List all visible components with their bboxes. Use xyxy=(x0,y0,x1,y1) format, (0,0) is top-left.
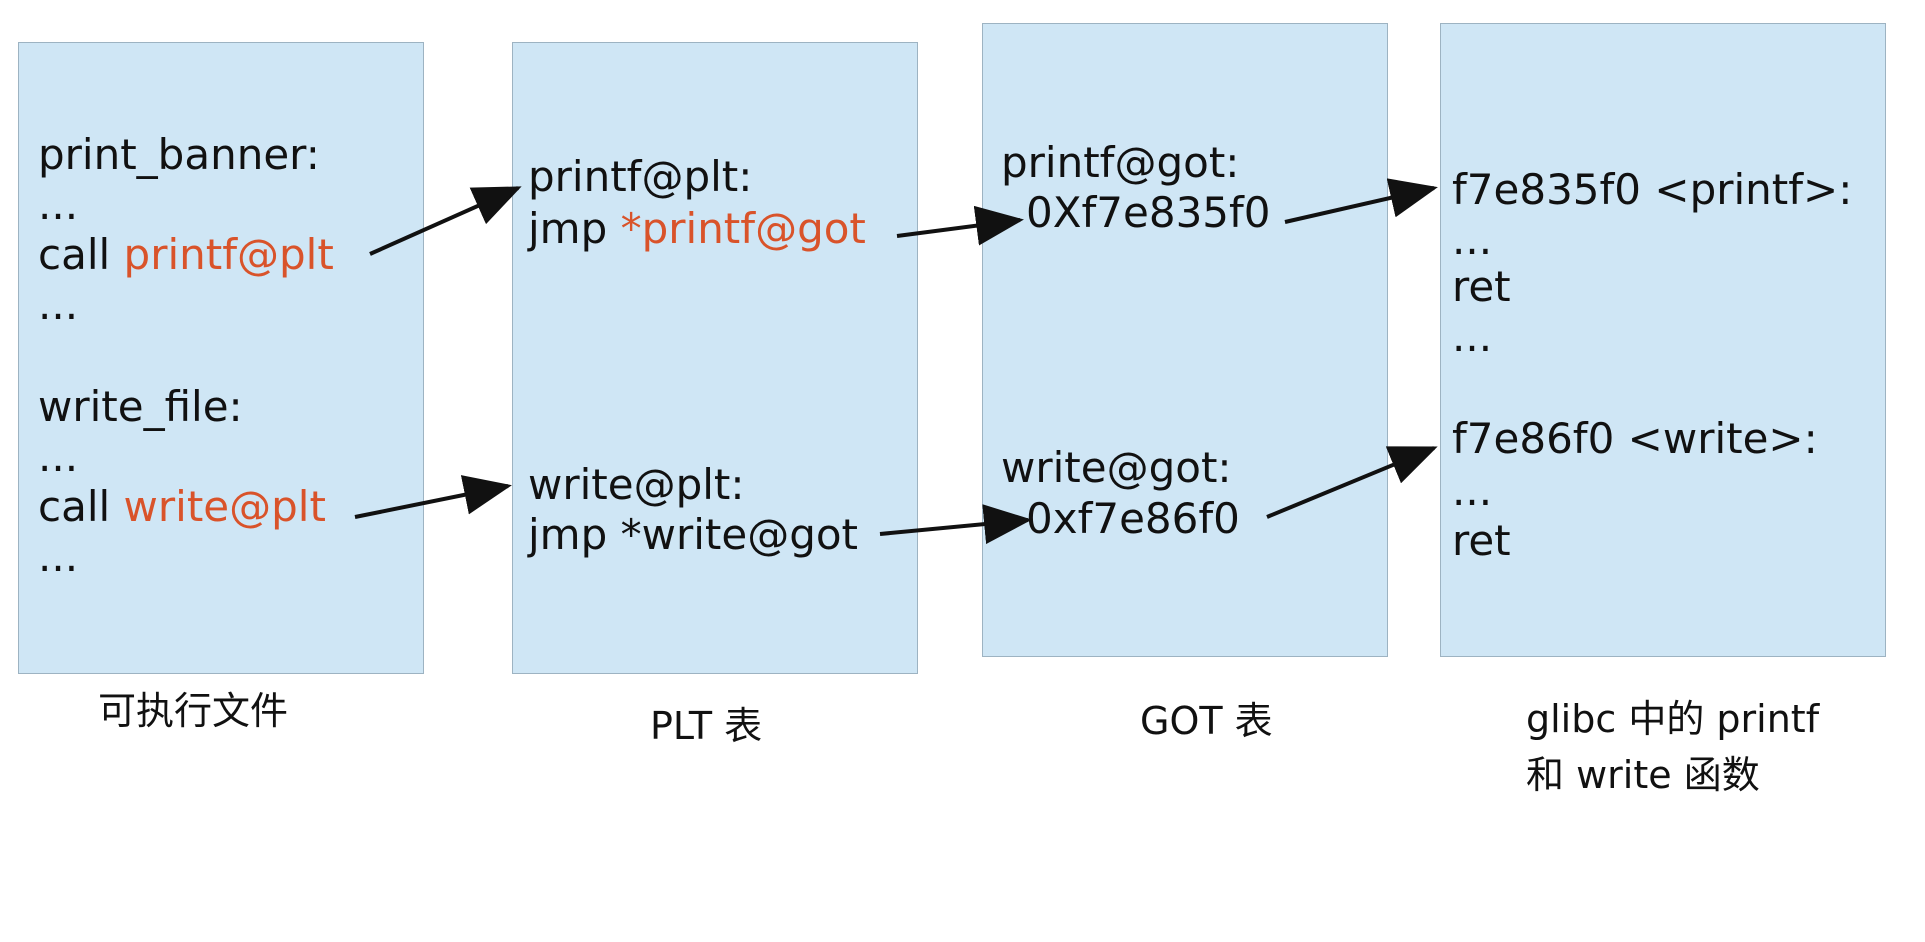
glibc-caption-line2: 和 write 函数 xyxy=(1526,753,1760,797)
got-box xyxy=(982,23,1388,657)
plt-printf-jmp-prefix: jmp xyxy=(528,204,621,253)
call-write-line: call write@plt xyxy=(38,482,326,532)
arrow-got-printf-to-glibc xyxy=(1284,178,1438,224)
print-banner-dots-end: ... xyxy=(38,280,79,329)
executable-caption: 可执行文件 xyxy=(98,689,289,733)
glibc-write-ret: ret xyxy=(1452,516,1511,565)
plt-box xyxy=(512,42,918,674)
arrow-plt-printf-to-got xyxy=(896,205,1024,246)
print-banner-dots: ... xyxy=(38,180,79,229)
glibc-write-dots: ... xyxy=(1452,466,1493,515)
got-printf-label: printf@got: xyxy=(1001,138,1240,187)
arrow-call-write-to-plt xyxy=(354,475,512,519)
glibc-write-entry: f7e86f0 <write>: xyxy=(1452,414,1818,463)
call-printf-line: call printf@plt xyxy=(38,230,334,280)
plt-write-label: write@plt: xyxy=(528,460,745,509)
write-file-dots: ... xyxy=(38,432,79,481)
glibc-caption-line1: glibc 中的 printf xyxy=(1526,697,1820,741)
call-printf-target: printf@plt xyxy=(123,230,334,279)
glibc-printf-ret: ret xyxy=(1452,262,1511,311)
executable-box xyxy=(18,42,424,674)
write-file-dots-end: ... xyxy=(38,532,79,581)
glibc-printf-dots-end: ... xyxy=(1452,312,1493,361)
glibc-box xyxy=(1440,23,1886,657)
got-write-label: write@got: xyxy=(1001,443,1232,492)
call-write-target: write@plt xyxy=(123,482,326,531)
plt-printf-jmp: jmp *printf@got xyxy=(528,204,866,254)
got-caption: GOT 表 xyxy=(1140,699,1273,743)
call-write-prefix: call xyxy=(38,482,124,531)
arrow-plt-write-to-got xyxy=(879,504,1032,545)
plt-printf-jmp-target: *printf@got xyxy=(620,204,866,253)
plt-printf-label: printf@plt: xyxy=(528,152,753,201)
write-file-label: write_file: xyxy=(38,382,243,431)
arrow-call-printf-to-plt xyxy=(369,186,522,256)
got-write-addr: 0xf7e86f0 xyxy=(1026,494,1240,543)
arrow-got-write-to-glibc xyxy=(1266,446,1438,519)
glibc-printf-entry: f7e835f0 <printf>: xyxy=(1452,165,1853,214)
plt-write-jmp: jmp *write@got xyxy=(528,510,859,559)
plt-caption: PLT 表 xyxy=(650,704,763,748)
print-banner-label: print_banner: xyxy=(38,130,320,179)
glibc-printf-dots: ... xyxy=(1452,215,1493,264)
got-printf-addr: 0Xf7e835f0 xyxy=(1026,188,1271,237)
call-printf-prefix: call xyxy=(38,230,124,279)
